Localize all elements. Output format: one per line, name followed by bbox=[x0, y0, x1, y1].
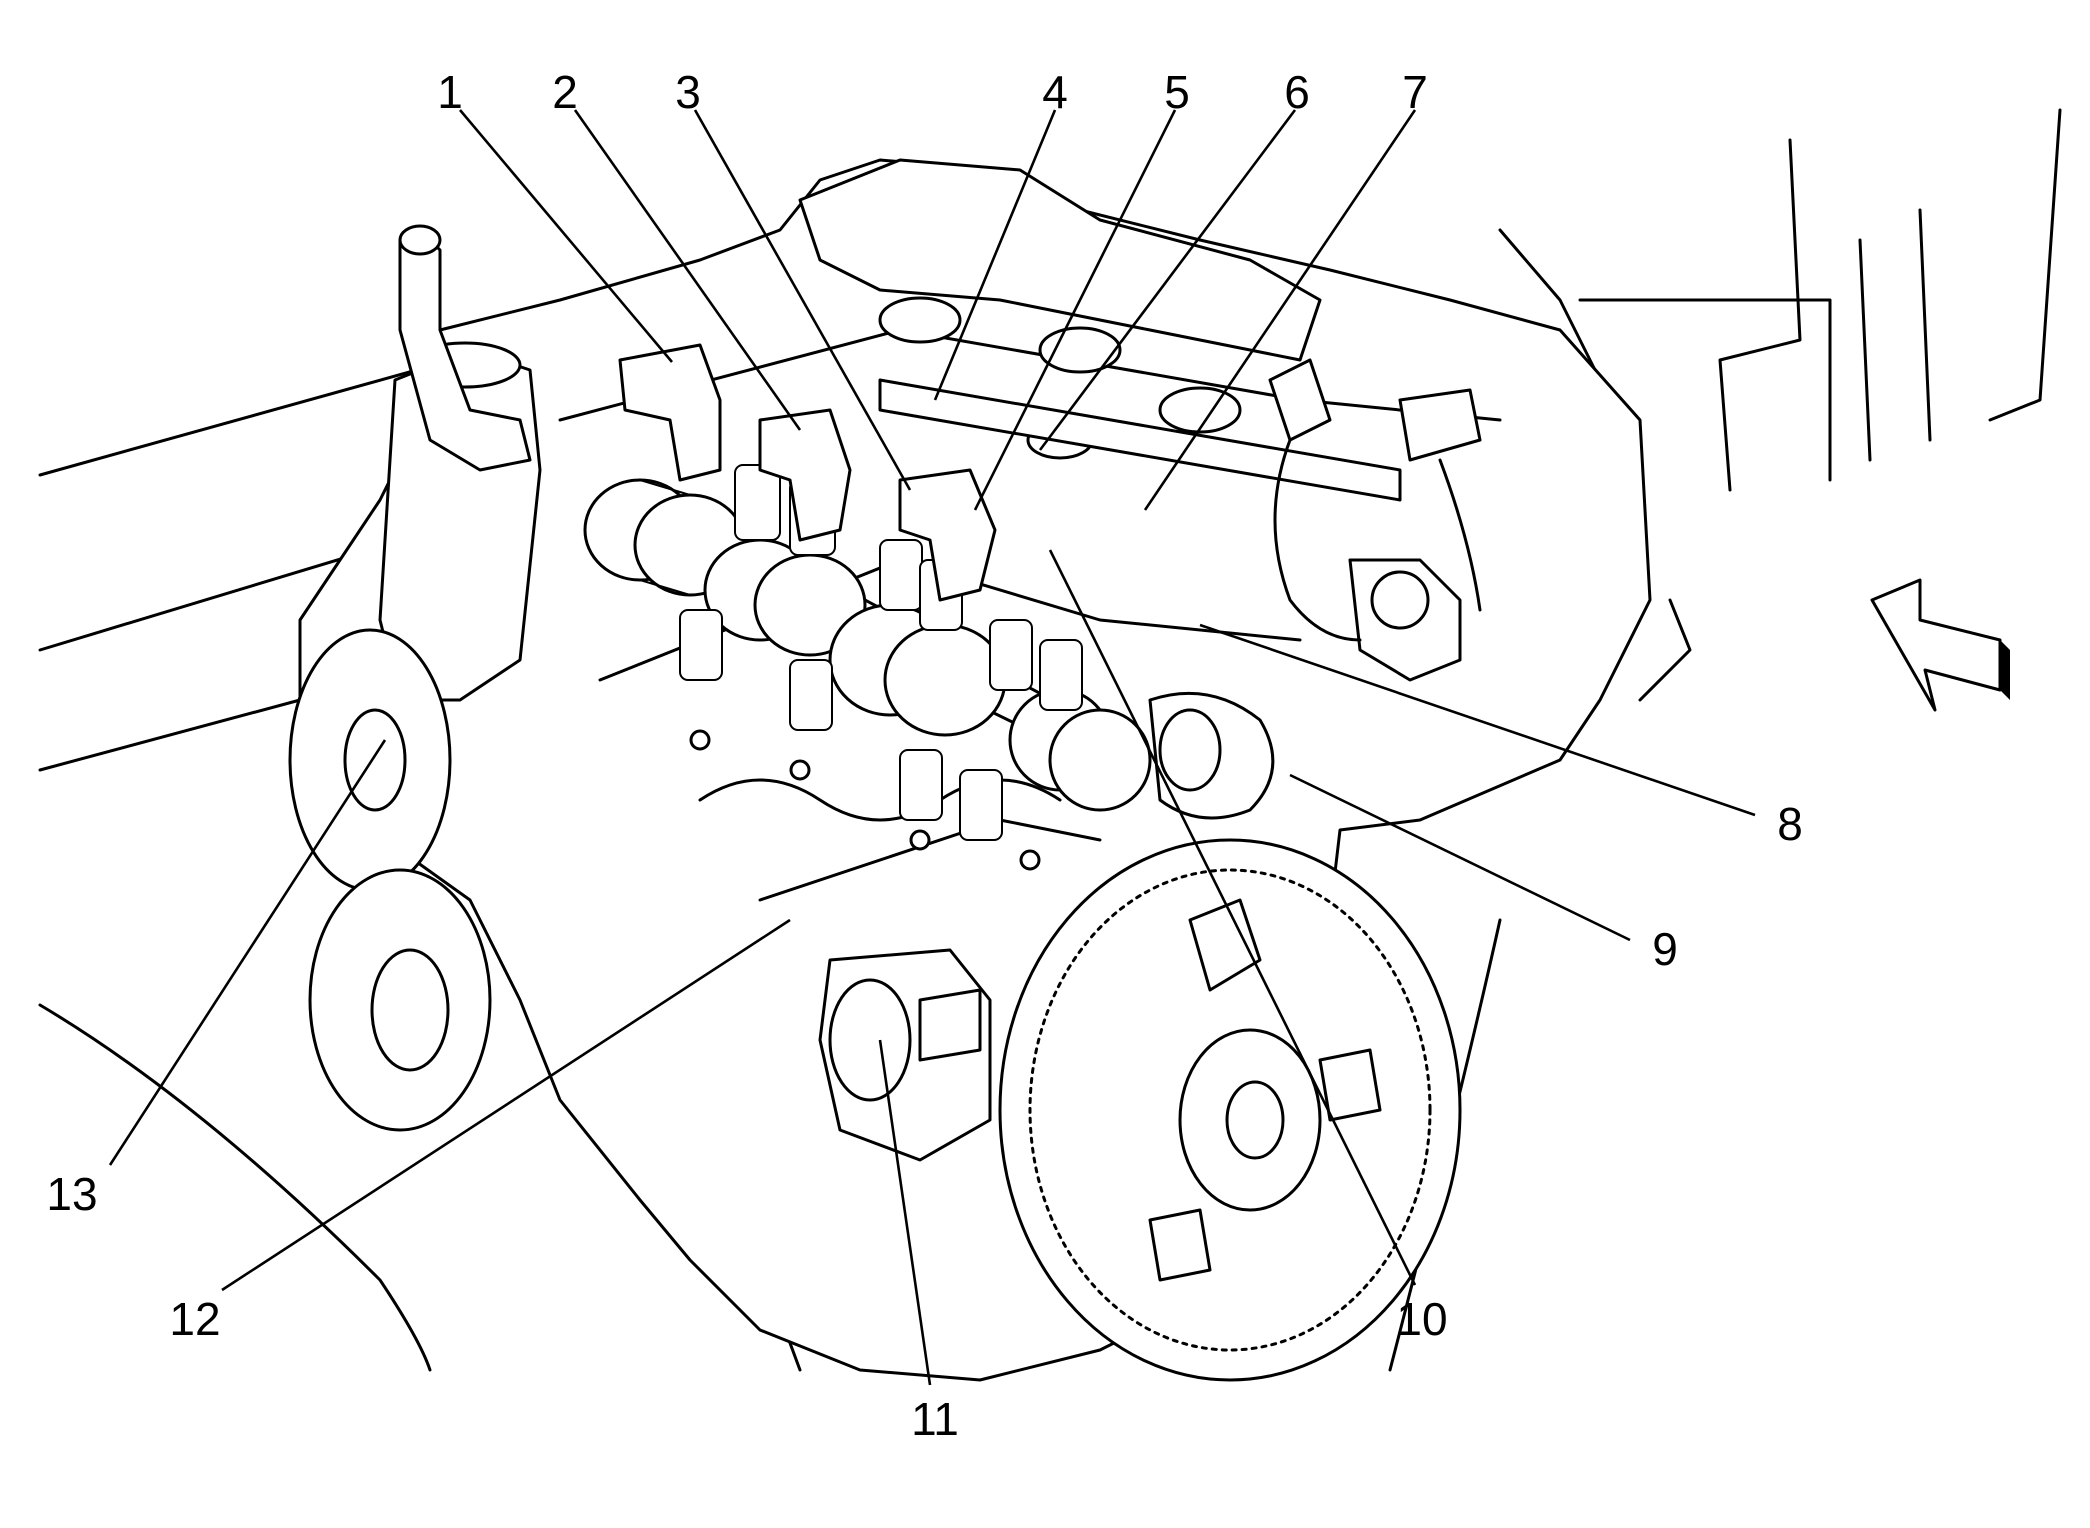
ignition-coils bbox=[618, 343, 997, 602]
flexplate bbox=[998, 838, 1462, 1382]
callout-10: 10 bbox=[1396, 1293, 1447, 1345]
callout-6: 6 bbox=[1284, 66, 1310, 118]
leader-1 bbox=[459, 109, 673, 363]
right-side-components bbox=[1148, 358, 1482, 820]
leader-4 bbox=[933, 109, 1057, 401]
callout-numbers: 1 2 3 4 5 6 7 8 9 10 11 12 13 bbox=[46, 66, 1802, 1445]
leader-lines bbox=[108, 109, 1756, 1386]
cam-bearing-3 bbox=[828, 603, 1007, 737]
callout-1: 1 bbox=[437, 66, 463, 118]
callout-8: 8 bbox=[1777, 798, 1803, 850]
leader-7 bbox=[1143, 109, 1417, 511]
starter-motor bbox=[818, 948, 992, 1162]
leader-5 bbox=[973, 109, 1177, 511]
view-direction-arrow-icon bbox=[1870, 578, 2010, 712]
camshaft bbox=[583, 478, 1152, 812]
oil-filter-housing bbox=[378, 224, 542, 702]
leader-2 bbox=[573, 109, 802, 431]
callout-3: 3 bbox=[675, 66, 701, 118]
leader-13 bbox=[108, 739, 387, 1166]
leader-12 bbox=[221, 918, 791, 1292]
callout-13: 13 bbox=[46, 1168, 97, 1220]
leader-11 bbox=[878, 1039, 932, 1386]
callout-2: 2 bbox=[552, 66, 578, 118]
callout-11: 11 bbox=[911, 1393, 959, 1445]
leader-3 bbox=[693, 109, 912, 491]
callout-7: 7 bbox=[1402, 66, 1428, 118]
callout-4: 4 bbox=[1042, 66, 1068, 118]
callout-12: 12 bbox=[169, 1293, 220, 1345]
cam-bearing-4 bbox=[1008, 688, 1152, 812]
callout-9: 9 bbox=[1652, 923, 1678, 975]
leader-9 bbox=[1289, 773, 1631, 942]
leader-10 bbox=[1048, 549, 1417, 1286]
leader-8 bbox=[1199, 623, 1756, 817]
leader-6 bbox=[1038, 109, 1297, 451]
callout-5: 5 bbox=[1164, 66, 1190, 118]
